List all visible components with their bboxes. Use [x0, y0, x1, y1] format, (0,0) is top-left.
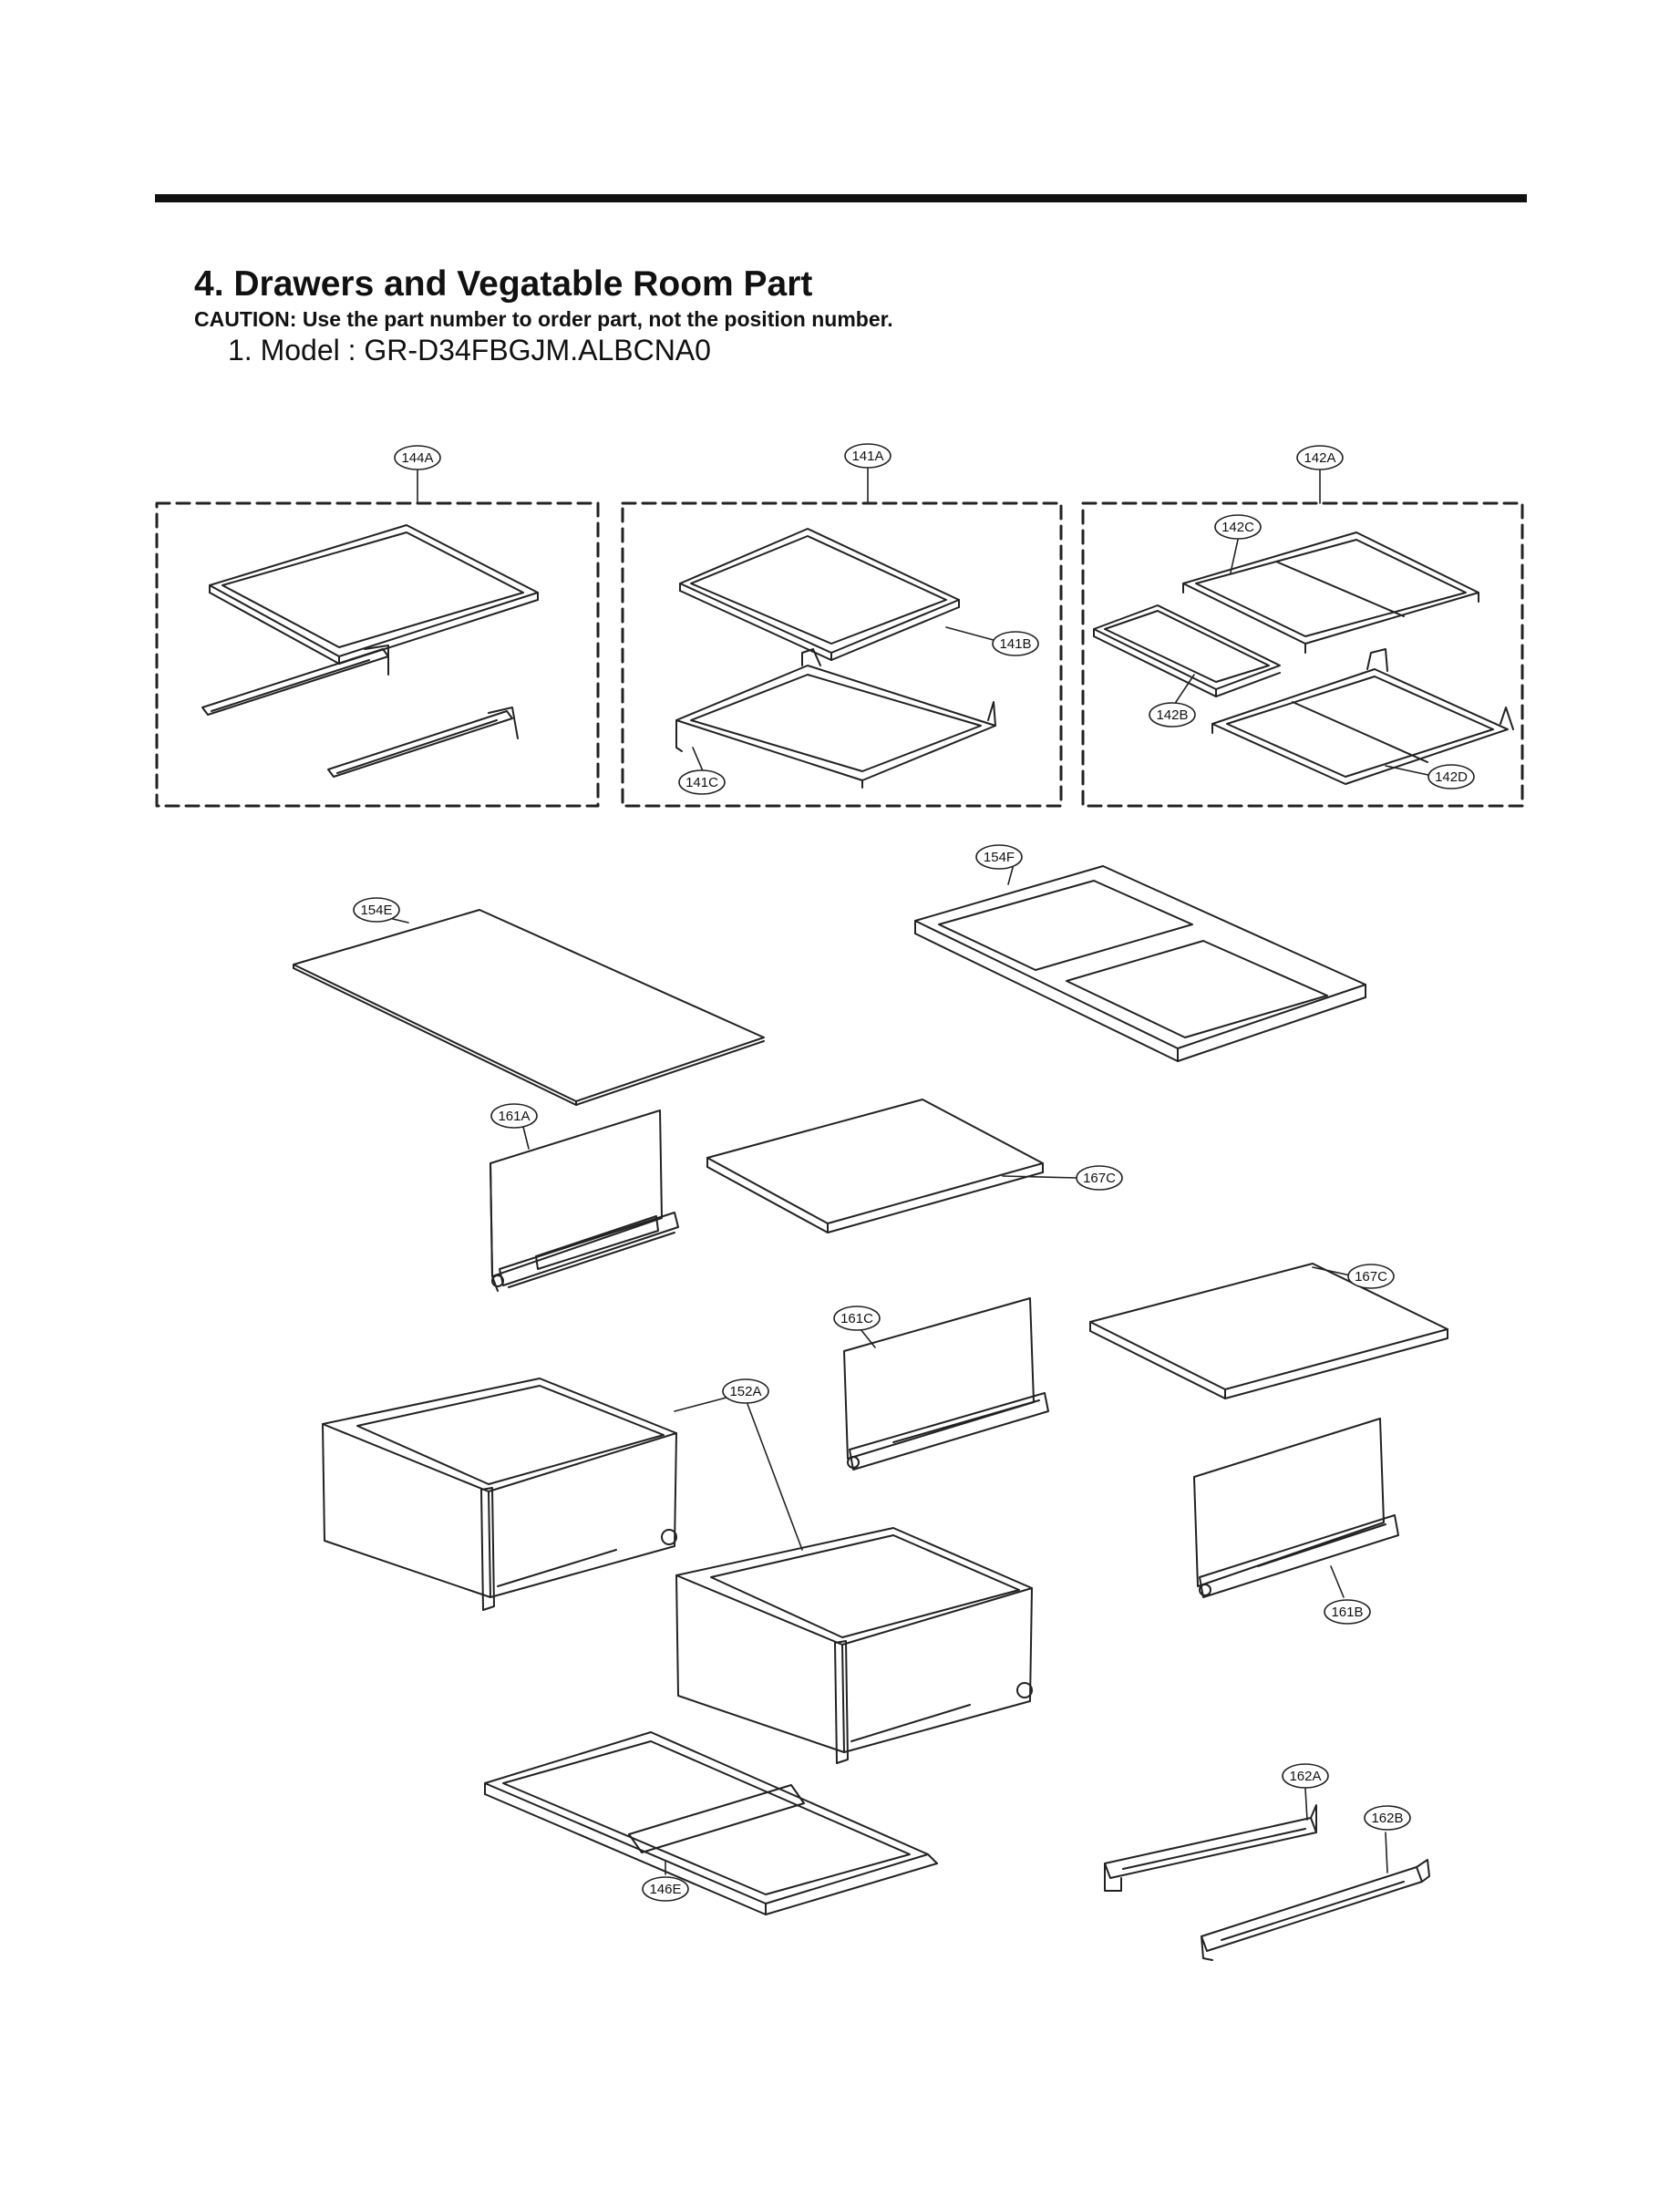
- svg-text:152A: 152A: [729, 1384, 761, 1399]
- svg-text:142B: 142B: [1156, 707, 1188, 723]
- svg-text:167C: 167C: [1355, 1269, 1387, 1285]
- part-panel-161A: [490, 1109, 679, 1292]
- part-drawer-152A-left: [322, 1378, 677, 1611]
- part-shelf-rail-right: [327, 707, 519, 778]
- callout-142C: 142C: [1214, 514, 1262, 540]
- svg-text:167C: 167C: [1083, 1171, 1116, 1186]
- callout-144A: 144A: [394, 445, 441, 470]
- part-shelf-frame-141C: [675, 648, 996, 789]
- group-box-141A: [621, 501, 1063, 808]
- svg-text:141B: 141B: [999, 636, 1031, 652]
- callout-167C-b: 167C: [1347, 1264, 1395, 1289]
- callout-161A: 161A: [490, 1103, 538, 1129]
- svg-text:142D: 142D: [1435, 769, 1468, 785]
- part-shelf-frame-142D: [1211, 648, 1514, 785]
- callout-146E: 146E: [642, 1876, 689, 1902]
- part-tray-146E: [484, 1731, 938, 1915]
- part-shelf-frame-142C: [1182, 532, 1479, 654]
- callout-161B: 161B: [1324, 1599, 1371, 1625]
- callout-162A: 162A: [1282, 1763, 1329, 1789]
- part-drawer-152A-center: [675, 1527, 1033, 1764]
- svg-text:144A: 144A: [401, 450, 433, 466]
- top-rule: [155, 194, 1527, 202]
- part-glass-142B: [1093, 604, 1281, 697]
- svg-text:162B: 162B: [1371, 1811, 1403, 1826]
- callout-142A: 142A: [1296, 445, 1344, 470]
- part-panel-161C: [843, 1297, 1049, 1471]
- group-box-142A: [1081, 501, 1524, 808]
- part-sheet-154E: [293, 909, 765, 1106]
- caution-note: CAUTION: Use the part number to order pa…: [194, 307, 893, 331]
- page-title: 4. Drawers and Vegatable Room Part: [194, 264, 813, 304]
- part-shelf-141A: [679, 528, 960, 661]
- callout-142B: 142B: [1149, 702, 1196, 728]
- callout-161C: 161C: [833, 1306, 881, 1331]
- callout-152A: 152A: [722, 1378, 769, 1404]
- svg-text:161A: 161A: [498, 1109, 530, 1124]
- group-box-144A: [155, 501, 600, 808]
- callout-142D: 142D: [1427, 764, 1475, 790]
- svg-text:146E: 146E: [649, 1882, 681, 1897]
- svg-text:141A: 141A: [851, 449, 883, 464]
- model-label: 1. Model : GR-D34FBGJM.ALBCNA0: [228, 334, 711, 366]
- svg-text:154E: 154E: [360, 903, 392, 918]
- part-cover-167C-a: [706, 1099, 1044, 1233]
- svg-text:142A: 142A: [1304, 450, 1335, 466]
- part-rail-162A: [1104, 1804, 1317, 1892]
- callout-154F: 154F: [975, 844, 1023, 870]
- callout-162B: 162B: [1364, 1805, 1411, 1831]
- callout-167C-a: 167C: [1076, 1165, 1123, 1191]
- part-shelf-144A: [209, 524, 539, 665]
- part-cover-154F: [914, 865, 1366, 1062]
- part-rail-162B: [1201, 1859, 1430, 1961]
- leader-lines: [376, 468, 1438, 1875]
- callout-141C: 141C: [678, 769, 726, 795]
- part-panel-161B: [1193, 1418, 1399, 1598]
- svg-text:142C: 142C: [1221, 520, 1254, 535]
- svg-text:162A: 162A: [1289, 1769, 1321, 1784]
- svg-text:161B: 161B: [1331, 1605, 1363, 1620]
- callout-141A: 141A: [844, 443, 892, 469]
- svg-text:161C: 161C: [840, 1311, 873, 1326]
- callout-141B: 141B: [992, 631, 1039, 656]
- callout-154E: 154E: [353, 897, 400, 923]
- svg-text:154F: 154F: [984, 850, 1015, 865]
- svg-text:141C: 141C: [685, 775, 718, 790]
- part-cover-167C-b: [1089, 1263, 1448, 1399]
- part-shelf-rail-left: [201, 645, 389, 716]
